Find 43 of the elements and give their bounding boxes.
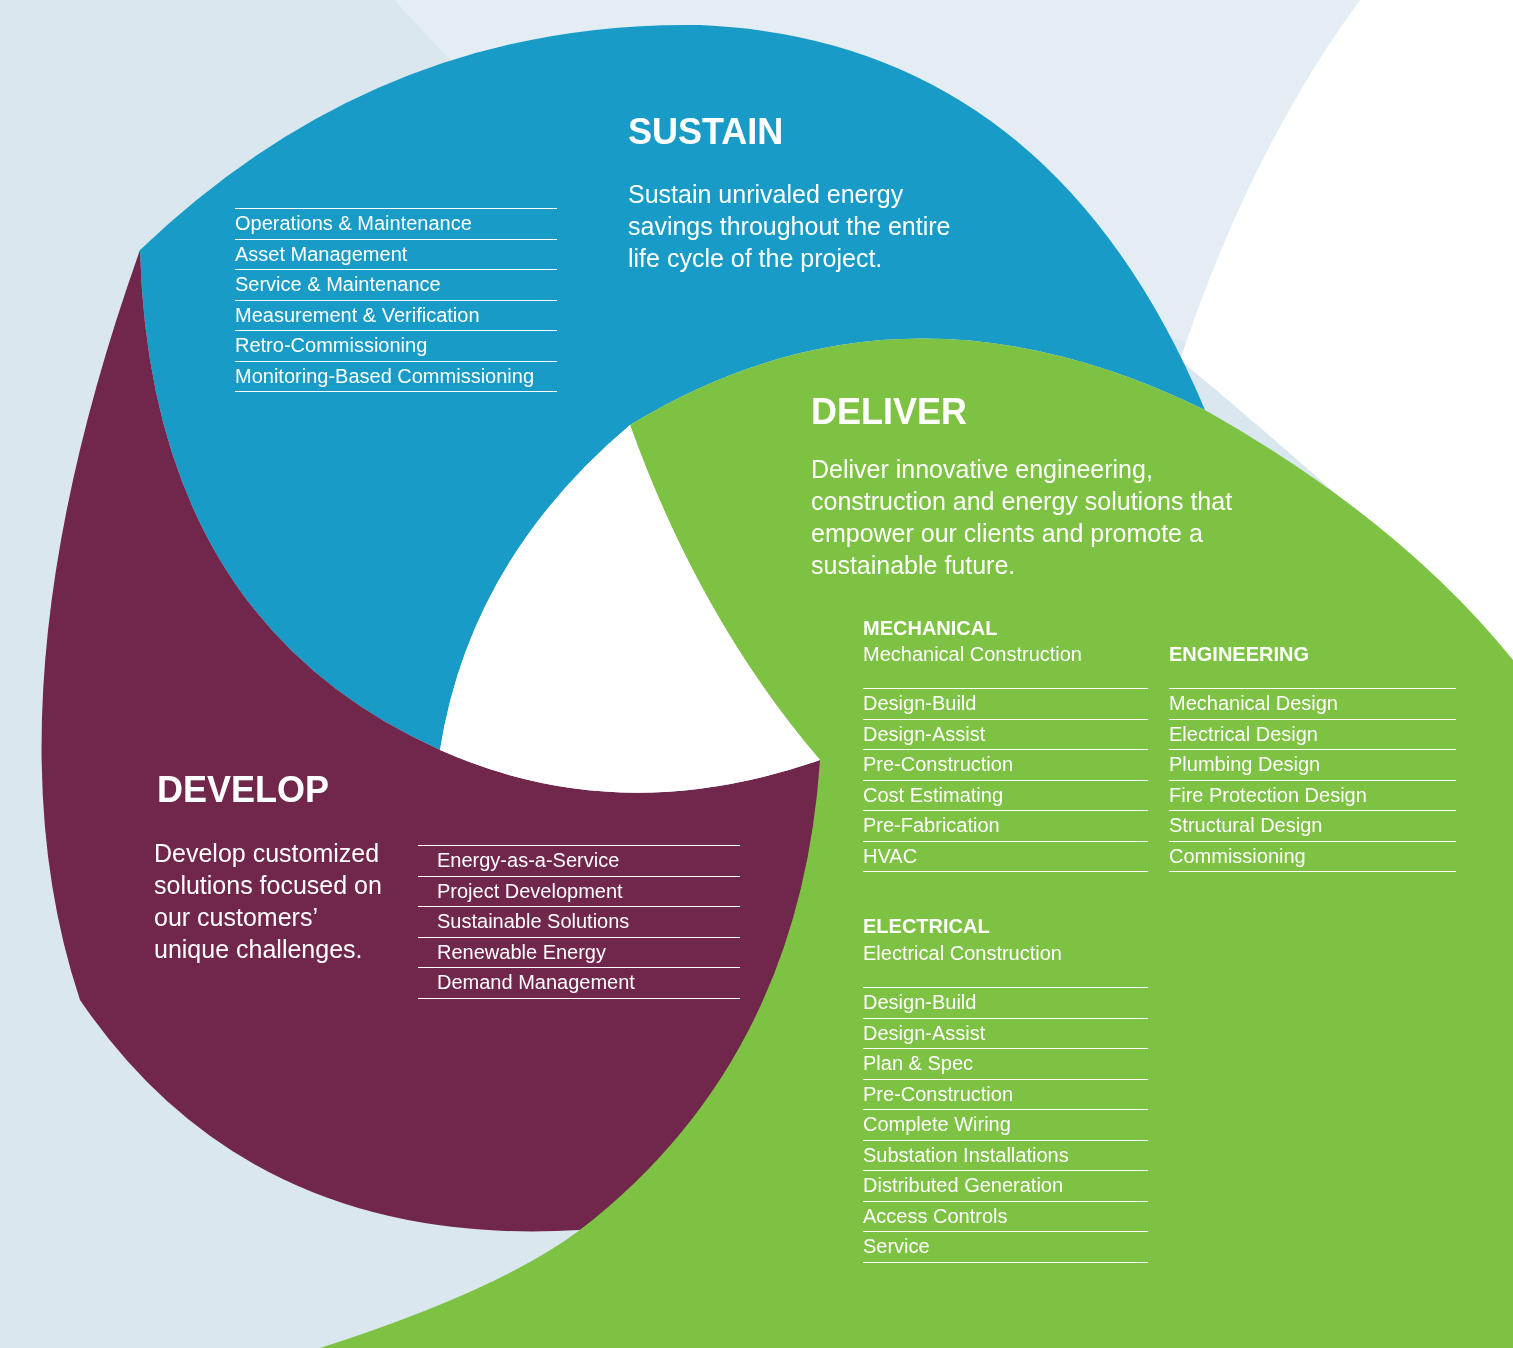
- list-item: Plumbing Design: [1169, 750, 1456, 781]
- list-item: Design-Assist: [863, 719, 1148, 750]
- list-item: Renewable Energy: [418, 937, 740, 968]
- category-subheading: Electrical Construction: [863, 941, 1062, 966]
- segment-heading: SUSTAIN: [628, 112, 784, 152]
- list-item: Pre-Fabrication: [863, 811, 1148, 842]
- list-item: Pre-Construction: [863, 1079, 1148, 1110]
- segment-heading: DEVELOP: [157, 770, 330, 810]
- list-item: Design-Build: [863, 988, 1148, 1019]
- list-item: Access Controls: [863, 1201, 1148, 1232]
- list-item: Monitoring-Based Commissioning: [235, 361, 557, 392]
- segment-description: Sustain unrivaled energy savings throughout the entire life cycle of the project.: [628, 179, 952, 274]
- list-item: Service & Maintenance: [235, 270, 557, 301]
- list-item: Measurement & Verification: [235, 300, 557, 331]
- list-item: Fire Protection Design: [1169, 780, 1456, 811]
- list-item: Commissioning: [1169, 841, 1456, 872]
- list-item: Mechanical Design: [1169, 689, 1456, 720]
- list-item: Energy-as-a-Service: [418, 846, 740, 877]
- list-item: Design-Build: [863, 689, 1148, 720]
- list-item: Distributed Generation: [863, 1171, 1148, 1202]
- list-item: Design-Assist: [863, 1018, 1148, 1049]
- category-subheading: Mechanical Construction: [863, 642, 1082, 667]
- list-item: Plan & Spec: [863, 1049, 1148, 1080]
- list-item: Complete Wiring: [863, 1110, 1148, 1141]
- list-item: Sustainable Solutions: [418, 907, 740, 938]
- segment-heading: DELIVER: [811, 392, 968, 432]
- list-item: HVAC: [863, 841, 1148, 872]
- list-item: Operations & Maintenance: [235, 209, 557, 240]
- list-item: Service: [863, 1232, 1148, 1263]
- list-item: Electrical Design: [1169, 719, 1456, 750]
- category-heading: ENGINEERING: [1169, 642, 1310, 667]
- segment-description: Deliver innovative engineering, construction and energy solutions that empower our clients and promote a sustainable future.: [811, 454, 1234, 581]
- category-heading: ELECTRICAL: [863, 914, 990, 939]
- list-item: Project Development: [418, 876, 740, 907]
- category-heading: MECHANICAL: [863, 616, 998, 641]
- list-item: Retro-Commissioning: [235, 331, 557, 362]
- list-item: Asset Management: [235, 239, 557, 270]
- list-item: Cost Estimating: [863, 780, 1148, 811]
- list-item: Substation Installations: [863, 1140, 1148, 1171]
- list-item: Pre-Construction: [863, 750, 1148, 781]
- list-item: Structural Design: [1169, 811, 1456, 842]
- segment-description: Develop customized solutions focused on our customers’ unique challenges.: [154, 838, 383, 965]
- list-item: Demand Management: [418, 968, 740, 999]
